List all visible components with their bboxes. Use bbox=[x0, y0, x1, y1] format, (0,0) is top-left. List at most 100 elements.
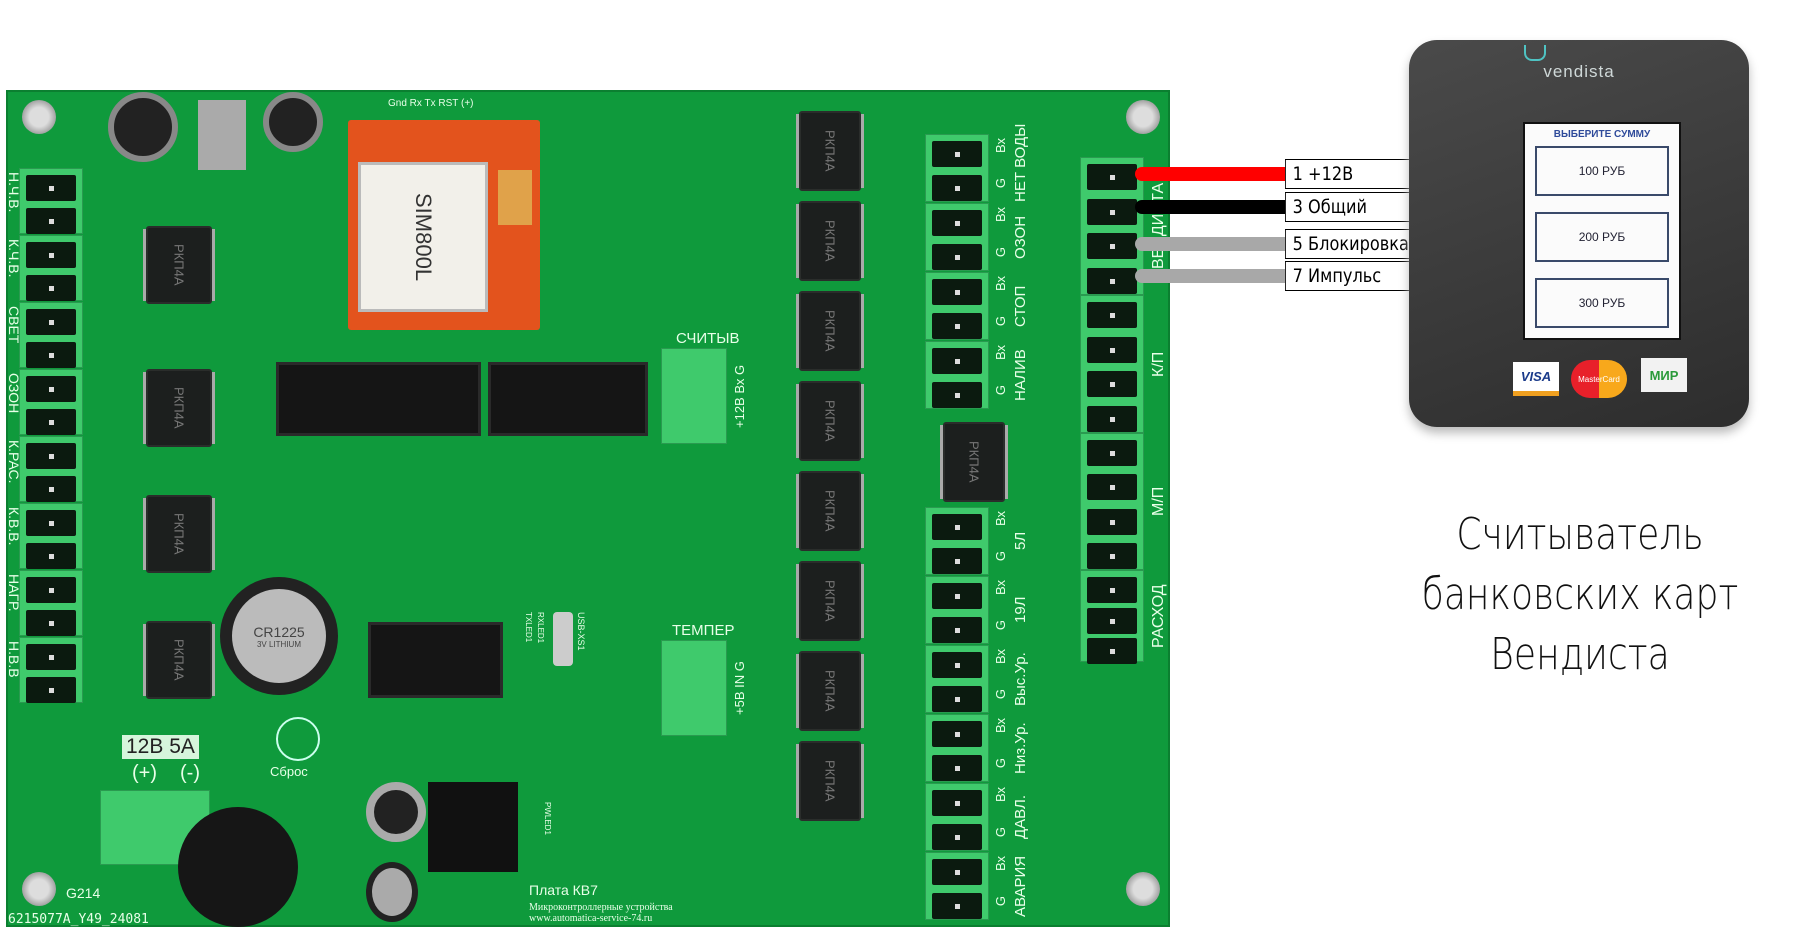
pin-bx-label: Вх bbox=[993, 138, 1008, 154]
terminal-pin bbox=[26, 376, 76, 402]
chip-label: РКП4А bbox=[822, 400, 838, 442]
amount-option-100[interactable]: 100 РУБ bbox=[1535, 146, 1669, 196]
board-revision: G214 bbox=[66, 885, 101, 901]
service-connector[interactable] bbox=[1080, 570, 1144, 665]
pin-bx-label: Вх bbox=[993, 856, 1008, 872]
pin-bx-label: Вх bbox=[993, 276, 1008, 292]
output-connector[interactable] bbox=[19, 235, 83, 301]
output-connector[interactable] bbox=[19, 168, 83, 234]
power-plus-label: (+) bbox=[132, 762, 157, 784]
optocoupler-chip: РКП4А bbox=[799, 381, 861, 461]
board-maker: Микроконтроллерные устройства bbox=[529, 902, 673, 913]
amount-option-200[interactable]: 200 РУБ bbox=[1535, 212, 1669, 262]
input-connector[interactable] bbox=[925, 714, 989, 782]
input-connector[interactable] bbox=[925, 645, 989, 713]
reader-connector[interactable] bbox=[661, 348, 727, 444]
terminal-pin bbox=[26, 275, 76, 301]
reader-caption: Считыватель банковских карт Вендиста bbox=[1400, 505, 1761, 685]
terminal-pin bbox=[26, 443, 76, 469]
caption-line: банковских карт bbox=[1421, 569, 1739, 620]
terminal-pin bbox=[932, 514, 982, 540]
pwled-label: PWLED1 bbox=[543, 802, 552, 835]
mir-logo: МИР bbox=[1641, 358, 1687, 392]
output-connector[interactable] bbox=[19, 436, 83, 502]
caption-line: Считыватель bbox=[1456, 509, 1704, 560]
pin-bx-label: Вх bbox=[993, 787, 1008, 803]
pin-g-label: G bbox=[993, 247, 1008, 258]
usb-port[interactable] bbox=[553, 612, 573, 666]
output-connector[interactable] bbox=[19, 570, 83, 636]
reset-label: Сброс bbox=[270, 764, 308, 779]
pin-bx-label: Вх bbox=[993, 580, 1008, 596]
board-url: www.automatica-service-74.ru bbox=[529, 913, 653, 924]
output-connector[interactable] bbox=[19, 503, 83, 569]
input-connector[interactable] bbox=[925, 134, 989, 202]
chip-label: РКП4А bbox=[822, 220, 838, 262]
fuse-holder bbox=[178, 807, 298, 927]
input-connector[interactable] bbox=[925, 783, 989, 851]
capacitor bbox=[366, 862, 418, 922]
terminal-pin bbox=[932, 652, 982, 678]
input-connector[interactable] bbox=[925, 272, 989, 340]
service-connector[interactable] bbox=[1080, 157, 1144, 295]
input-connector[interactable] bbox=[925, 852, 989, 920]
pin-g-label: G bbox=[993, 316, 1008, 327]
terminal-pin bbox=[26, 242, 76, 268]
input-connector-label: 19Л bbox=[1012, 596, 1029, 624]
output-connector[interactable] bbox=[19, 637, 83, 703]
terminal-pin bbox=[26, 610, 76, 636]
mount-hole bbox=[1126, 100, 1160, 134]
terminal-pin bbox=[1087, 607, 1137, 634]
service-connector[interactable] bbox=[1080, 433, 1144, 570]
capacitor bbox=[108, 92, 178, 162]
chip-label: РКП4А bbox=[171, 513, 187, 555]
pin-g-label: G bbox=[993, 689, 1008, 700]
output-connector-label: К.В.В. bbox=[6, 507, 22, 546]
terminal-pin bbox=[1087, 577, 1137, 603]
caption-line: Вендиста bbox=[1490, 629, 1670, 680]
idc-header bbox=[488, 362, 648, 436]
chip-label: РКП4А bbox=[171, 639, 187, 681]
input-connector[interactable] bbox=[925, 203, 989, 271]
chip-label: РКП4А bbox=[822, 490, 838, 532]
card-reader: vendista ВЫБЕРИТЕ СУММУ 100 РУБ 200 РУБ … bbox=[1409, 40, 1749, 427]
output-connector-label: К.Ч.В. bbox=[6, 239, 22, 278]
vendista-logo-icon bbox=[1524, 45, 1546, 61]
pin-bx-label: Вх bbox=[993, 511, 1008, 527]
input-connector-label: АВАРИЯ bbox=[1012, 855, 1029, 917]
controller-board: Gnd Rx Tx RST (+) SIM800L CR1225 3V LITH… bbox=[6, 90, 1170, 927]
battery-label: CR1225 bbox=[253, 623, 305, 640]
input-connector[interactable] bbox=[925, 341, 989, 409]
terminal-pin bbox=[1087, 542, 1137, 569]
gsm-module: Gnd Rx Tx RST (+) SIM800L bbox=[348, 98, 540, 330]
output-connector[interactable] bbox=[19, 369, 83, 435]
wire-label: 7 Импульс bbox=[1285, 261, 1413, 291]
amount-option-300[interactable]: 300 РУБ bbox=[1535, 278, 1669, 328]
output-connector-label: Н.В.В bbox=[6, 641, 22, 678]
terminal-pin bbox=[932, 175, 982, 201]
terminal-pin bbox=[26, 476, 76, 502]
rxled-label: RXLED1 bbox=[536, 612, 545, 644]
screen-title: ВЫБЕРИТЕ СУММУ bbox=[1553, 129, 1651, 140]
terminal-pin bbox=[932, 313, 982, 339]
input-connector-label: НАЛИВ bbox=[1012, 349, 1029, 401]
output-connector-label: К.РАС. bbox=[6, 440, 22, 484]
input-connector[interactable] bbox=[925, 507, 989, 575]
terminal-pin bbox=[932, 141, 982, 167]
temper-connector-pins: +5В IN G bbox=[732, 661, 747, 715]
reset-button[interactable] bbox=[276, 717, 320, 761]
temper-connector[interactable] bbox=[661, 640, 727, 736]
input-connector[interactable] bbox=[925, 576, 989, 644]
wire-label: 1 +12В bbox=[1285, 159, 1413, 189]
terminal-pin bbox=[1087, 198, 1137, 225]
chip-label: РКП4А bbox=[171, 244, 187, 286]
optocoupler-chip: РКП4А bbox=[146, 495, 212, 573]
optocoupler-chip: РКП4А bbox=[799, 291, 861, 371]
output-connector[interactable] bbox=[19, 302, 83, 368]
service-connector[interactable] bbox=[1080, 295, 1144, 433]
terminal-pin bbox=[1087, 302, 1137, 328]
capacitor bbox=[366, 782, 426, 842]
visa-logo: VISA bbox=[1513, 362, 1559, 396]
terminal-pin bbox=[26, 342, 76, 368]
pin-g-label: G bbox=[993, 178, 1008, 189]
